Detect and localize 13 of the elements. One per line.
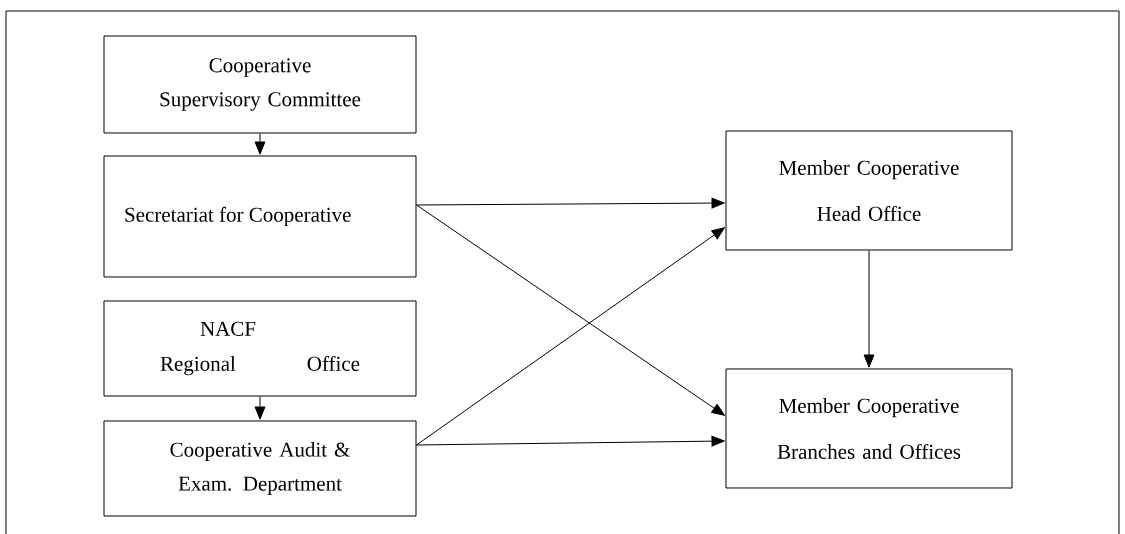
arrow: [416, 197, 725, 209]
arrow: [416, 227, 725, 446]
text-box: Cooperative Audit & Exam. Department: [103, 420, 417, 517]
arrow: [416, 435, 725, 447]
text-box: Cooperative Supervisory Committee: [103, 35, 417, 134]
arrow: [863, 250, 875, 368]
text-box: Member Cooperative Branches and Offices: [725, 368, 1013, 489]
arrow: [254, 133, 266, 155]
arrow: [416, 204, 725, 416]
text-box: Member Cooperative Head Office: [725, 130, 1013, 251]
text-box: NACF Regional Office: [103, 300, 417, 397]
text-box: Secretariat for Cooperative: [103, 155, 417, 278]
arrow: [254, 396, 266, 420]
